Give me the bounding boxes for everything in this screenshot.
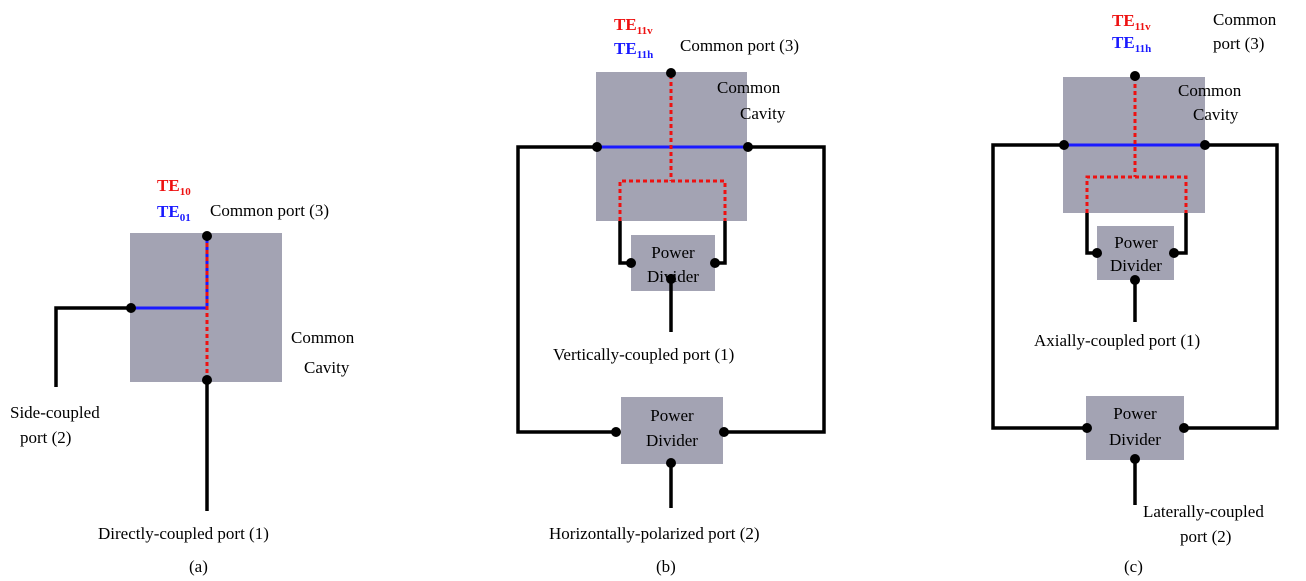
pd2-out-b <box>666 458 676 468</box>
cavity-label-c-1: Common <box>1178 81 1242 100</box>
te11v-label-b: TE11v <box>614 15 653 37</box>
pd2-label-c-2: Divider <box>1109 430 1161 449</box>
pd2-label-b-1: Power <box>650 406 694 425</box>
power-divider-b2 <box>621 397 723 464</box>
direct-port-label: Directly-coupled port (1) <box>98 524 269 543</box>
caption-a: (a) <box>189 557 208 576</box>
common-port-label-c-2: port (3) <box>1213 34 1264 53</box>
power-divider-c2 <box>1086 396 1184 460</box>
pd1-in-left-c <box>1092 248 1102 258</box>
cavity-label-a-2: Cavity <box>304 358 350 377</box>
te11h-label-b: TE11h <box>614 39 653 61</box>
cavity-label-b-1: Common <box>717 78 781 97</box>
port3-node-c <box>1130 71 1140 81</box>
pd1-in-right-c <box>1169 248 1179 258</box>
port1-node-a <box>202 375 212 385</box>
common-port-label-b: Common port (3) <box>680 36 799 55</box>
te11v-label-c: TE11v <box>1112 11 1151 33</box>
pd1-right-feed-b <box>715 221 727 265</box>
node-right-b <box>743 142 753 152</box>
pd2-in-right-c <box>1179 423 1189 433</box>
common-port-label-c-1: Common <box>1213 10 1277 29</box>
pd1-label-c-2: Divider <box>1110 256 1162 275</box>
te11h-label-c: TE11h <box>1112 33 1151 55</box>
te11v-split-c <box>1085 175 1188 213</box>
cavity-label-b-2: Cavity <box>740 104 786 123</box>
panel-b: TE11v TE11h Common port (3) Common Cavit… <box>516 15 826 576</box>
panel-c: TE11v TE11h Common port (3) Common Cavit… <box>991 10 1279 576</box>
pd2-in-right-b <box>719 427 729 437</box>
common-port-label-a: Common port (3) <box>210 201 329 220</box>
pd1-right-feed-c <box>1174 213 1188 255</box>
node-left-b <box>592 142 602 152</box>
side-coupled-line <box>54 306 131 387</box>
lateral-port-label-2: port (2) <box>1180 527 1231 546</box>
pd1-label-b-2: Divider <box>647 267 699 286</box>
left-loop-b <box>516 145 616 434</box>
pd1-label-b-1: Power <box>651 243 695 262</box>
caption-b: (b) <box>656 557 676 576</box>
pd2-label-c-1: Power <box>1113 404 1157 423</box>
axial-port-label: Axially-coupled port (1) <box>1034 331 1200 350</box>
port3-node-a <box>202 231 212 241</box>
node-right-c <box>1200 140 1210 150</box>
panel-a: TE10 TE01 Common port (3) Common Cavity … <box>10 176 355 576</box>
right-loop-b <box>724 145 826 434</box>
power-divider-c1 <box>1097 226 1174 280</box>
left-loop-c <box>991 143 1087 430</box>
pd2-in-left-c <box>1082 423 1092 433</box>
horizontal-port-label: Horizontally-polarized port (2) <box>549 524 760 543</box>
pd1-out-b <box>666 274 676 284</box>
pd2-label-b-2: Divider <box>646 431 698 450</box>
pd1-in-right-b <box>710 258 720 268</box>
te11v-split-b <box>618 179 727 221</box>
node-left-c <box>1059 140 1069 150</box>
pd2-out-c <box>1130 454 1140 464</box>
vertical-port-label: Vertically-coupled port (1) <box>553 345 734 364</box>
te01-label: TE01 <box>157 202 191 224</box>
pd1-left-feed-c <box>1085 213 1097 255</box>
cavity-label-a-1: Common <box>291 328 355 347</box>
side-port-label-1: Side-coupled <box>10 403 100 422</box>
right-loop-c <box>1184 143 1279 430</box>
port3-node-b <box>666 68 676 78</box>
pd1-in-left-b <box>626 258 636 268</box>
side-port-label-2: port (2) <box>20 428 71 447</box>
lateral-port-label-1: Laterally-coupled <box>1143 502 1264 521</box>
cavity-label-c-2: Cavity <box>1193 105 1239 124</box>
port2-node-a <box>126 303 136 313</box>
te10-label: TE10 <box>157 176 191 198</box>
pd1-left-feed-b <box>618 221 631 265</box>
caption-c: (c) <box>1124 557 1143 576</box>
pd1-label-c-1: Power <box>1114 233 1158 252</box>
pd2-in-left-b <box>611 427 621 437</box>
pd1-out-c <box>1130 275 1140 285</box>
